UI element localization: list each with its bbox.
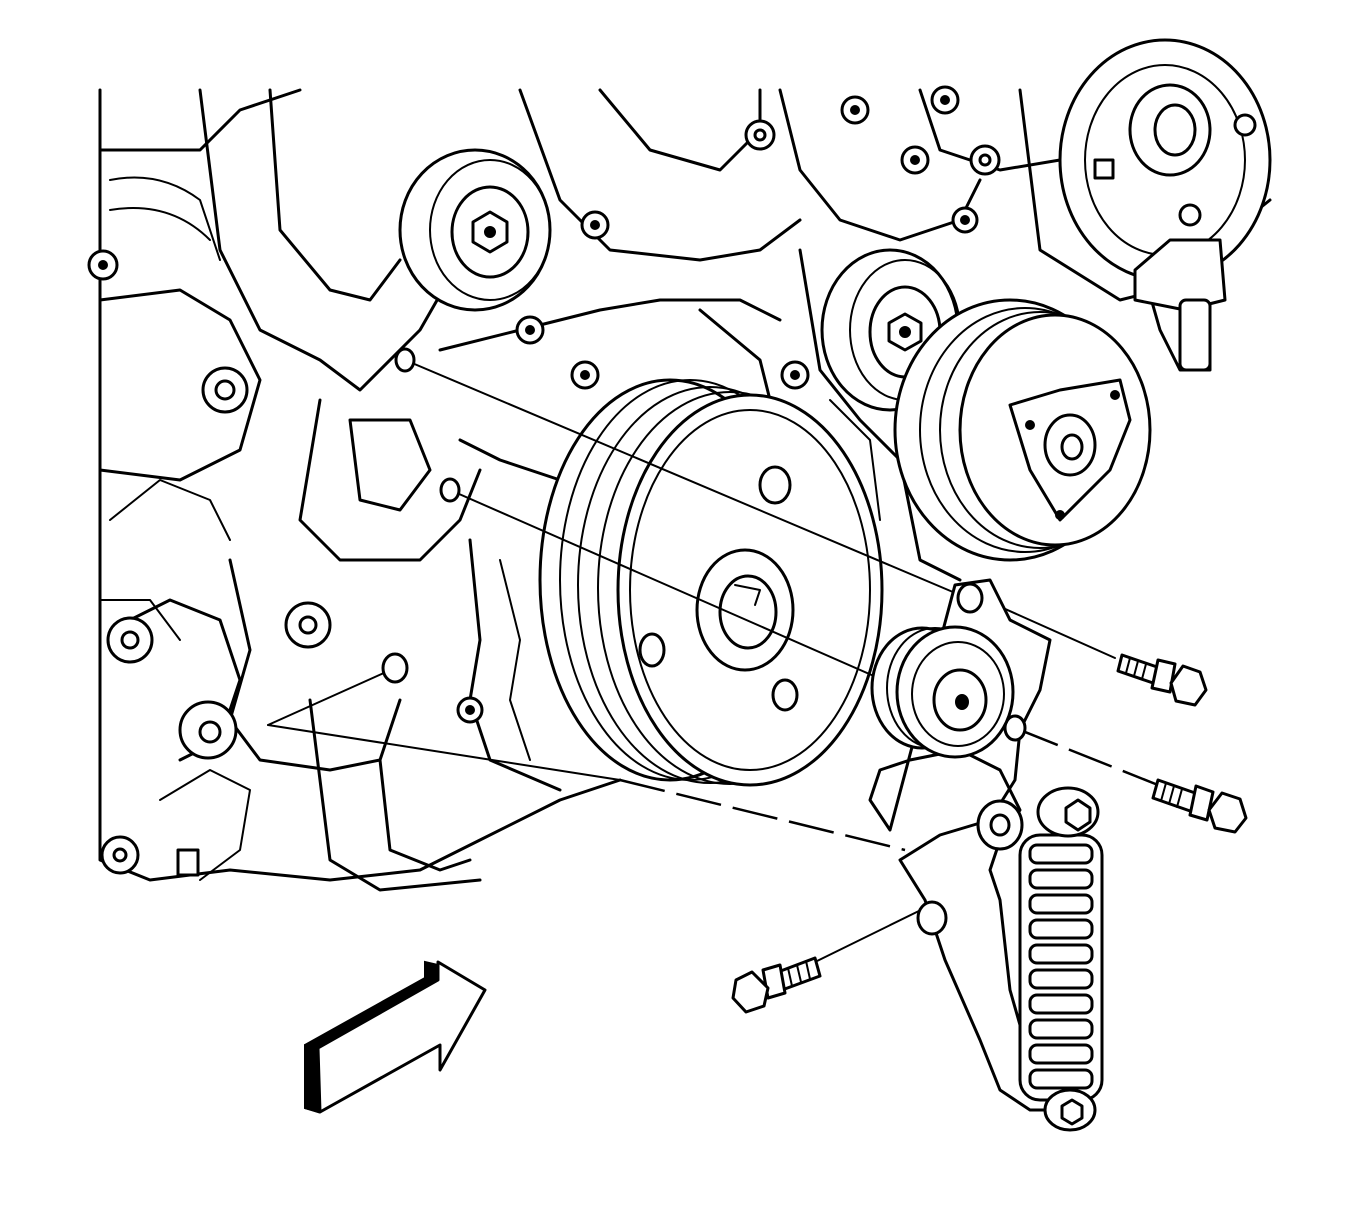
tensioner-damper-spring [1018,786,1104,1132]
crankshaft-balancer-pulley [538,378,884,787]
tensioner-bolt-upper [1116,653,1208,707]
tensioner-bolt-middle [1151,778,1248,834]
engine-bolt-holes [381,347,461,684]
arrow-right-icon [304,960,487,1114]
engine-fasteners [87,85,1001,877]
tensioner-bolt-lower [731,956,822,1014]
idler-pulley-upper [398,148,552,312]
alignment-lines [267,359,1159,963]
ac-compressor-clutch [893,298,1152,562]
tensioner-pulley [870,625,1015,759]
ac-compressor [1058,38,1272,372]
drive-belt-tensioner [868,578,1104,1132]
